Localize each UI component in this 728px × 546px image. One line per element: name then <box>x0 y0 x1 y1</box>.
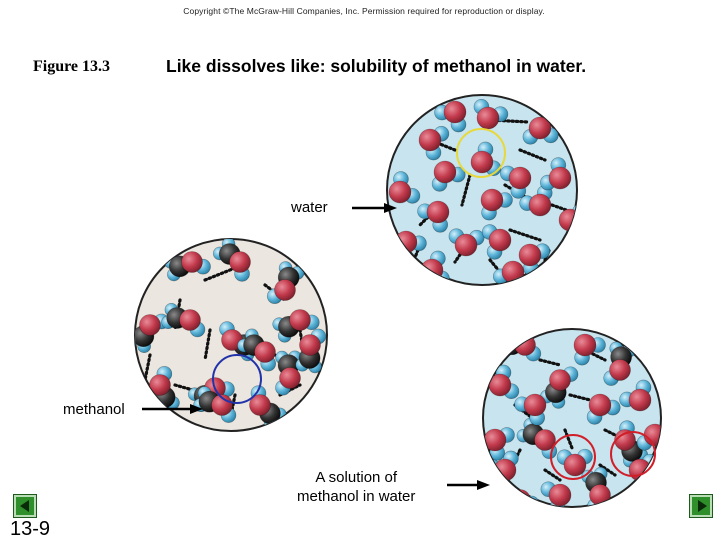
methanol-highlight-ring <box>212 354 262 404</box>
hydrogen-bond <box>598 463 617 477</box>
water-molecule <box>522 116 559 145</box>
slide-number: 13-9 <box>10 518 51 540</box>
water-molecule <box>518 243 551 276</box>
triangle-left-icon <box>20 500 29 512</box>
methanol-arrow <box>142 404 203 414</box>
hydrogen-bond <box>203 266 237 282</box>
methanol-molecule <box>295 328 327 374</box>
water-molecule <box>619 379 652 412</box>
hydrogen-bond <box>563 428 574 450</box>
water-molecule <box>480 188 513 221</box>
water-arrow <box>352 203 397 213</box>
water-molecule <box>481 224 512 260</box>
methanol-molecule <box>275 350 302 396</box>
water-molecule <box>434 100 467 133</box>
water-panel <box>386 94 578 286</box>
hydrogen-bond <box>143 353 152 382</box>
solution-label-line-1: A solution of <box>315 469 398 486</box>
hydrogen-bond <box>518 148 547 162</box>
hydrogen-bond <box>568 393 592 402</box>
methanol-molecule <box>193 386 237 423</box>
water-molecule <box>473 98 509 130</box>
figure-label: Figure 13.3 <box>33 58 111 75</box>
water-highlight-ring <box>456 128 506 178</box>
methanol-molecule <box>581 466 611 507</box>
water-molecule <box>586 393 621 425</box>
water-molecule <box>431 160 466 192</box>
water-molecule <box>448 228 485 257</box>
previous-slide-button[interactable] <box>14 495 36 517</box>
methanol-molecule <box>161 302 206 338</box>
hydrogen-bond <box>538 358 562 367</box>
solution-highlight-ring-1 <box>550 434 596 480</box>
methanol-label: methanol <box>63 401 125 418</box>
hydrogen-bond <box>543 468 562 482</box>
water-molecule <box>417 200 450 233</box>
methanol-molecule <box>149 366 180 414</box>
water-label: water <box>291 199 328 216</box>
water-molecule <box>540 157 572 191</box>
methanol-molecule <box>272 309 320 343</box>
methanol-molecule <box>212 239 251 282</box>
methanol-molecule <box>266 261 305 304</box>
hydrogen-bond <box>460 173 472 207</box>
solution-arrow <box>447 480 490 490</box>
water-molecule <box>388 171 421 204</box>
water-molecule <box>514 393 547 426</box>
solution-highlight-ring-2 <box>610 431 656 477</box>
water-molecule <box>500 165 532 199</box>
water-molecule <box>556 448 593 477</box>
water-molecule <box>483 427 515 461</box>
hydrogen-bond <box>203 328 212 362</box>
methanol-panel <box>134 238 328 432</box>
figure-title: Like dissolves like: solubility of metha… <box>166 56 587 76</box>
hydrogen-bond <box>508 228 542 242</box>
next-slide-button[interactable] <box>690 495 712 517</box>
methanol-molecules <box>135 239 327 431</box>
methanol-molecule <box>237 328 277 372</box>
copyright-notice: Copyright ©The McGraw-Hill Companies, In… <box>183 6 545 16</box>
triangle-right-icon <box>698 500 707 512</box>
water-molecule <box>573 333 606 366</box>
methanol-molecule <box>516 417 558 459</box>
solution-label: A solution of methanol in water <box>297 468 415 506</box>
methanol-molecule <box>163 251 211 282</box>
water-molecule <box>519 185 553 217</box>
water-molecule <box>418 125 450 161</box>
solution-panel <box>482 328 662 508</box>
water-molecule <box>540 481 572 507</box>
methanol-molecule <box>249 385 287 431</box>
solution-label-line-2: methanol in water <box>297 488 416 505</box>
